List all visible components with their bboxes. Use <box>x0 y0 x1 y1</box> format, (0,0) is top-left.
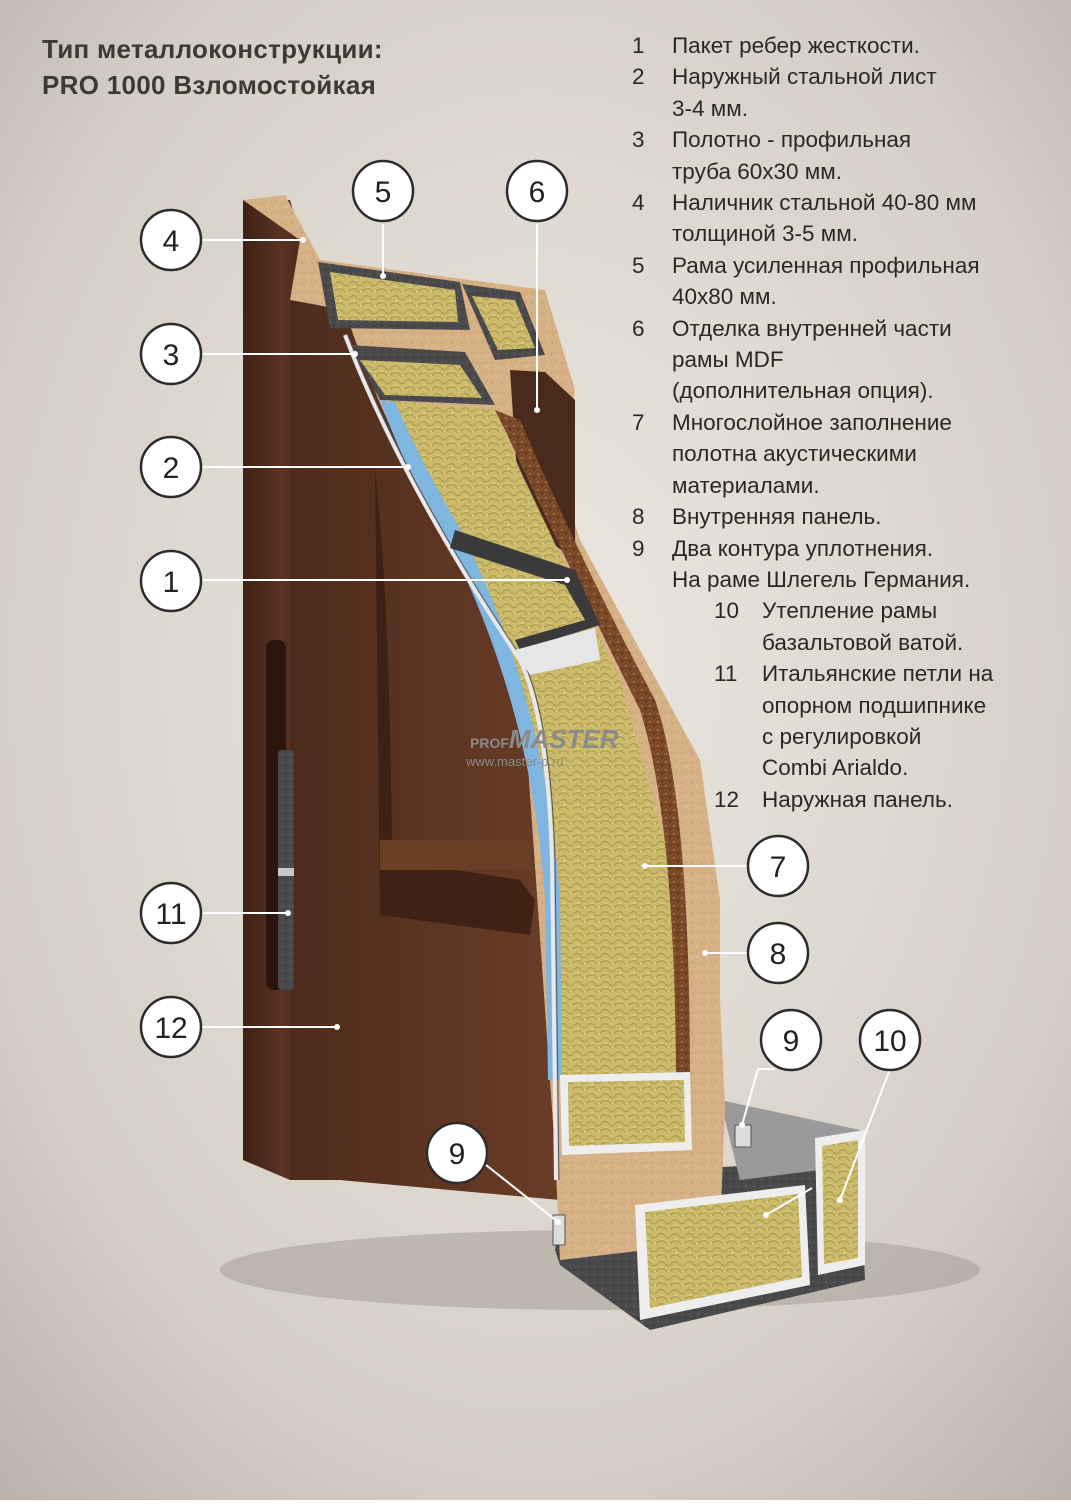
legend-text-line: Наружная панель. <box>762 784 1062 815</box>
legend-text: Два контура уплотнения.На раме Шлегель Г… <box>672 533 1062 596</box>
legend-text: Полотно - профильнаятруба 60x30 мм. <box>672 124 1062 187</box>
legend-text-line: Утепление рамы <box>762 595 1062 626</box>
legend-number: 7 <box>632 407 672 501</box>
callout-number: 5 <box>375 176 392 209</box>
callout-number: 6 <box>529 176 546 209</box>
legend-text-line: Два контура уплотнения. <box>672 533 1062 564</box>
legend-text-line: Полотно - профильная <box>672 124 1062 155</box>
watermark: PROFMASTER www.master-p.ru <box>470 724 619 755</box>
legend-text: Наружная панель. <box>762 784 1062 815</box>
callout-number: 12 <box>154 1012 187 1045</box>
legend-item: 5Рама усиленная профильная40x80 мм. <box>632 250 1062 313</box>
callout-number: 3 <box>163 339 180 372</box>
legend-text-line: толщиной 3-5 мм. <box>672 218 1062 249</box>
legend-number: 8 <box>632 501 672 532</box>
legend-text-line: 3-4 мм. <box>672 93 1062 124</box>
legend-text-line: полотна акустическими <box>672 438 1062 469</box>
legend-text-line: рамы MDF <box>672 344 1062 375</box>
legend-text-line: материалами. <box>672 470 1062 501</box>
legend-text-line: базальтовой ватой. <box>762 627 1062 658</box>
legend-text-line: Наличник стальной 40-80 мм <box>672 187 1062 218</box>
title-line-1: Тип металлоконструкции: <box>42 34 383 65</box>
legend-text: Многослойное заполнениеполотна акустичес… <box>672 407 1062 501</box>
legend-number: 9 <box>632 533 672 596</box>
legend-text-line: (дополнительная опция). <box>672 375 1062 406</box>
callout-number: 9 <box>449 1138 466 1171</box>
watermark-url: www.master-p.ru <box>466 754 564 769</box>
callout-number: 10 <box>873 1025 906 1058</box>
callout-number: 1 <box>163 566 180 599</box>
callout-number: 4 <box>163 225 180 258</box>
callout-number: 8 <box>770 938 787 971</box>
legend-text-line: На раме Шлегель Германия. <box>672 564 1062 595</box>
callout-number: 9 <box>783 1025 800 1058</box>
callout-number: 11 <box>155 898 186 931</box>
legend-text-line: Отделка внутренней части <box>672 313 1062 344</box>
watermark-master: MASTER <box>509 724 619 754</box>
legend-text-line: 40x80 мм. <box>672 281 1062 312</box>
legend-text-line: труба 60x30 мм. <box>672 156 1062 187</box>
legend-number: 6 <box>632 313 672 407</box>
watermark-prof: PROF <box>470 735 509 751</box>
legend-number: 5 <box>632 250 672 313</box>
legend-text-line: с регулировкой <box>762 721 1062 752</box>
molding-rail <box>380 840 530 870</box>
legend-text-line: опорном подшипнике <box>762 690 1062 721</box>
legend-text-line: Combi Arialdo. <box>762 752 1062 783</box>
legend-number: 2 <box>632 61 672 124</box>
legend-number: 1 <box>632 30 672 61</box>
legend-text-line: Многослойное заполнение <box>672 407 1062 438</box>
seal-contour-frame <box>735 1125 751 1147</box>
callout-number: 7 <box>770 851 787 884</box>
legend-text: Внутренняя панель. <box>672 501 1062 532</box>
title-line-2: PRO 1000 Взломостойкая <box>42 70 376 101</box>
legend-number: 10 <box>714 595 762 658</box>
legend-number: 12 <box>714 784 762 815</box>
legend-text-line: Итальянские петли на <box>762 658 1062 689</box>
legend-text-line: Рама усиленная профильная <box>672 250 1062 281</box>
legend-number: 4 <box>632 187 672 250</box>
legend-number: 3 <box>632 124 672 187</box>
legend-text-line: Наружный стальной лист <box>672 61 1062 92</box>
legend-number: 11 <box>714 658 762 784</box>
legend-text-line: Пакет ребер жесткости. <box>672 30 1062 61</box>
legend-text-line: Внутренняя панель. <box>672 501 1062 532</box>
legend-text: Пакет ребер жесткости. <box>672 30 1062 61</box>
callout-number: 2 <box>163 452 180 485</box>
hinge-knuckle <box>278 868 294 876</box>
leaf-bottom-wool <box>568 1080 685 1146</box>
